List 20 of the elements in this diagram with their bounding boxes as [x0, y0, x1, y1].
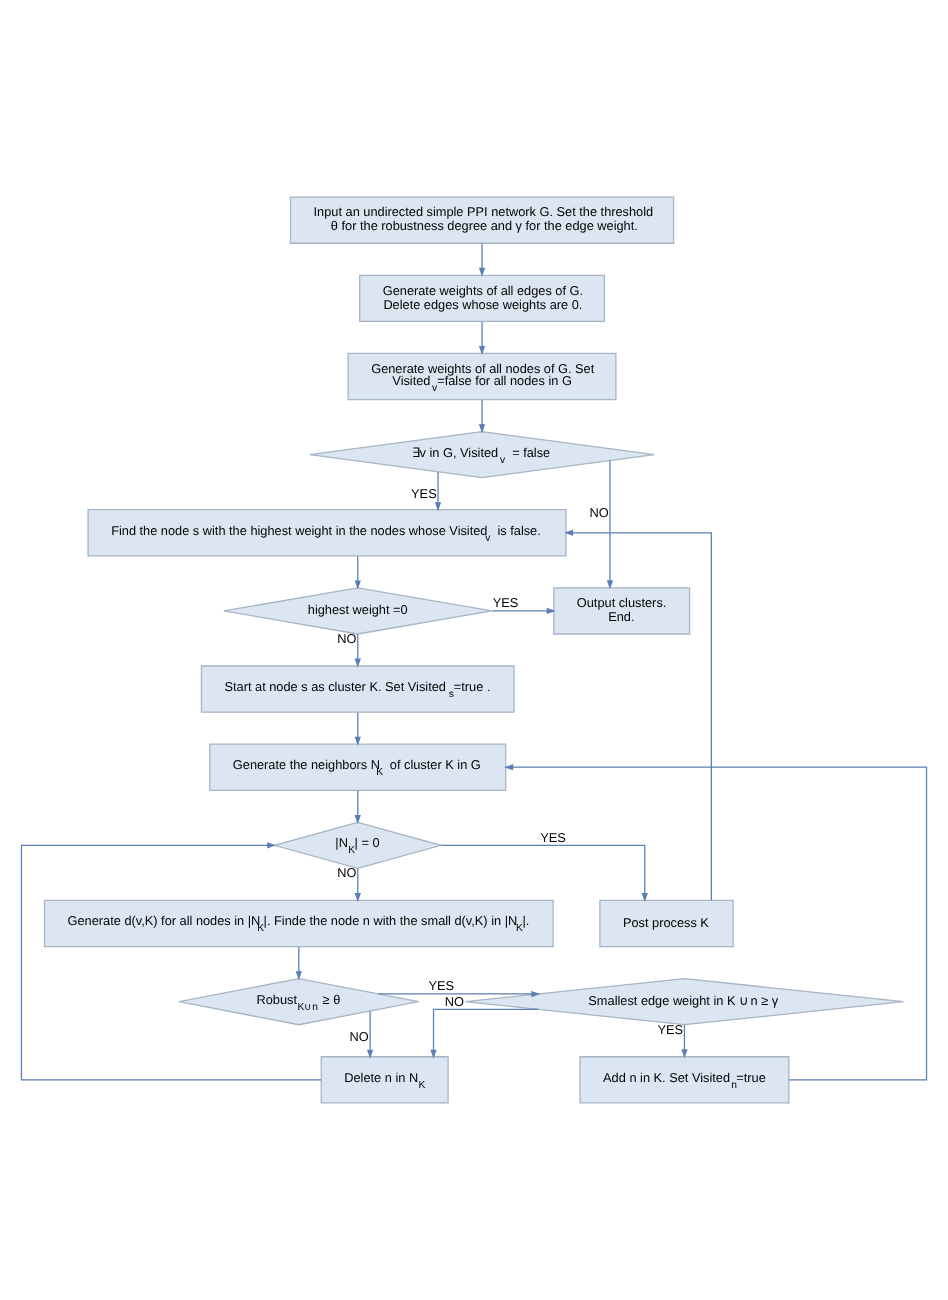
arrow: [354, 711, 361, 746]
arrow: [478, 243, 486, 277]
arrow: [440, 844, 648, 902]
arrow: [354, 868, 361, 903]
arrow: [564, 529, 712, 901]
arrow: [378, 990, 541, 998]
arrow: [430, 1008, 539, 1059]
arrow: [504, 764, 928, 1081]
arrow: [491, 607, 556, 615]
arrow: [606, 459, 614, 590]
arrow: [478, 321, 486, 355]
arrow: [478, 399, 486, 434]
arrow: [354, 790, 361, 824]
arrow: [295, 946, 302, 981]
arrow: [354, 555, 361, 590]
arrow: [20, 842, 322, 1081]
arrow: [354, 633, 361, 668]
arrow: [681, 1024, 688, 1059]
arrow: [434, 471, 442, 512]
arrow: [366, 1010, 374, 1059]
